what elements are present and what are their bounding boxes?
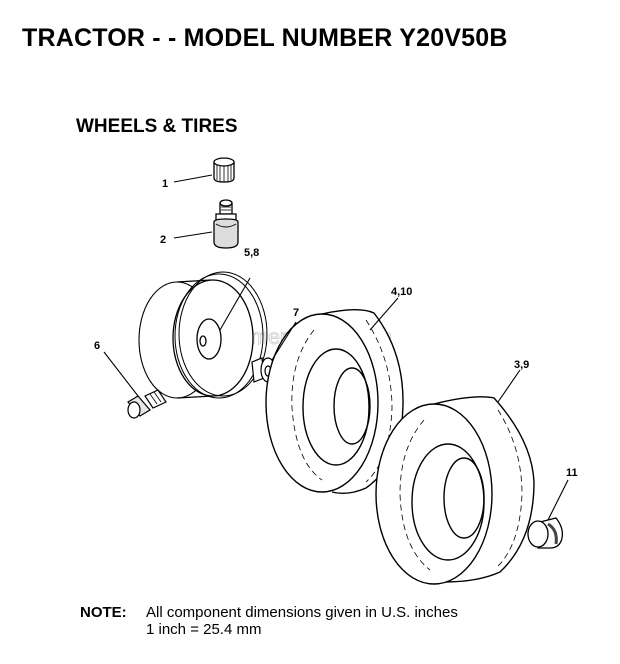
callout-11: 11 [566, 467, 578, 479]
leader-lines [103, 174, 569, 521]
callout-3-9: 3,9 [514, 359, 529, 371]
note: NOTE: All component dimensions given in U… [80, 604, 458, 638]
bolt [127, 389, 167, 419]
callout-5-8: 5,8 [244, 247, 259, 259]
wheel-rim [138, 271, 268, 399]
callout-1: 1 [162, 178, 168, 190]
tire-left [265, 309, 404, 495]
page-title: TRACTOR - - MODEL NUMBER Y20V50B [22, 24, 508, 52]
note-line-1: All component dimensions given in U.S. i… [146, 604, 458, 621]
callout-6: 6 [94, 340, 100, 352]
note-line-2: 1 inch = 25.4 mm [146, 621, 262, 638]
callout-2: 2 [160, 234, 166, 246]
callouts: 1 2 5,8 7 4,10 6 3,9 11 [94, 178, 578, 479]
valve-stem [213, 199, 239, 249]
note-label: NOTE: [80, 604, 127, 621]
tire-right [375, 396, 535, 585]
section-title: WHEELS & TIRES [76, 116, 238, 137]
callout-4-10: 4,10 [391, 286, 412, 298]
callout-7: 7 [293, 307, 299, 319]
valve-cap [213, 157, 235, 183]
hub-cap [527, 517, 564, 549]
